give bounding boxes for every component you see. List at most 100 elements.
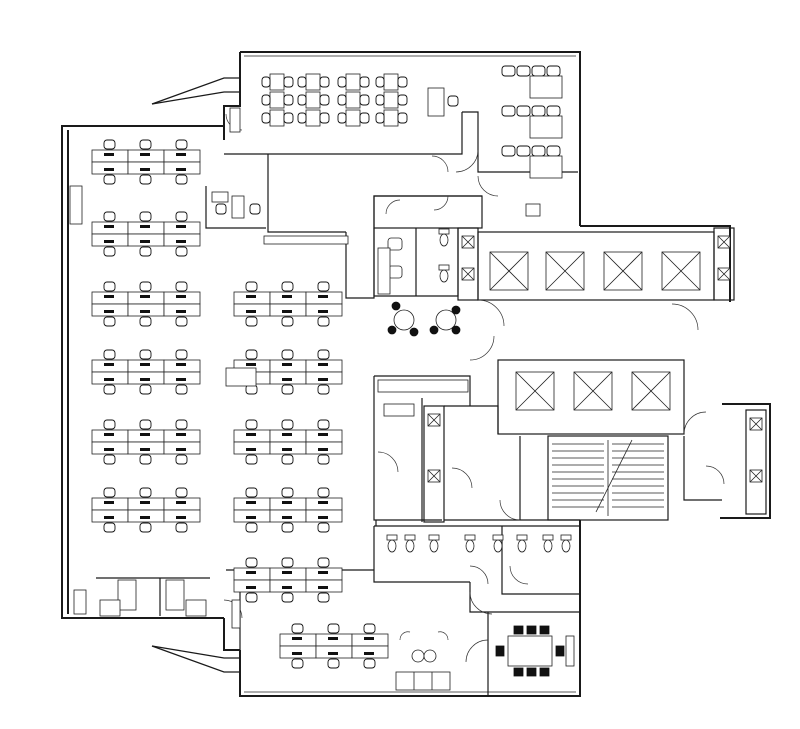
lift-cross [573, 371, 613, 411]
monitor [176, 448, 186, 451]
office-chair [103, 522, 116, 533]
office-chair [291, 623, 304, 634]
monitor [282, 586, 292, 589]
lift-cross [545, 251, 585, 291]
monitor [176, 501, 186, 504]
office-chair [337, 112, 347, 124]
office-chair [281, 419, 294, 430]
toilet-cistern [542, 534, 554, 541]
office-chair [281, 281, 294, 292]
office-chair [317, 487, 330, 498]
office-chair [283, 94, 294, 106]
office-chair [175, 454, 188, 465]
office-chair [337, 76, 347, 88]
office-chair [317, 592, 330, 603]
monitor [246, 586, 256, 589]
office-chair [103, 454, 116, 465]
monitor [246, 363, 256, 366]
desk [383, 73, 399, 91]
office-chair [175, 139, 188, 150]
workstation-bank [91, 419, 201, 465]
office-chair [317, 316, 330, 327]
office-chair [319, 112, 330, 124]
desk [305, 73, 321, 91]
stair-break-line [595, 439, 633, 513]
office-chair [327, 623, 340, 634]
monitor [318, 501, 328, 504]
office-chair [375, 112, 385, 124]
toilet [405, 539, 415, 553]
monitor [246, 571, 256, 574]
lift-cross [631, 371, 671, 411]
office-chair [103, 174, 116, 185]
office-chair [281, 316, 294, 327]
office-chair [281, 384, 294, 395]
monitor [104, 295, 114, 298]
office-chair [516, 105, 531, 117]
workstation-bank [91, 211, 201, 257]
desk [383, 109, 399, 127]
monitor [176, 168, 186, 171]
office-chair [397, 94, 408, 106]
toilet-cistern [492, 534, 504, 541]
lift-cross [717, 267, 731, 281]
small-office-desk [211, 191, 261, 219]
office-chair [531, 65, 546, 77]
office-chair [103, 281, 116, 292]
office-chair [175, 384, 188, 395]
meeting-desks-top [261, 65, 563, 179]
desk [383, 91, 399, 109]
monitor [140, 153, 150, 156]
monitor [246, 295, 256, 298]
office-chair [103, 246, 116, 257]
office-chair [397, 112, 408, 124]
office-chair [139, 454, 152, 465]
office-chair [359, 94, 370, 106]
desk [345, 73, 361, 91]
monitor [104, 225, 114, 228]
monitor [104, 240, 114, 243]
office-chair [319, 76, 330, 88]
monitor [246, 310, 256, 313]
monitor [318, 363, 328, 366]
monitor [328, 637, 338, 640]
office-chair [139, 316, 152, 327]
office-chair [139, 522, 152, 533]
office-chair [103, 384, 116, 395]
monitor [104, 516, 114, 519]
office-chair [103, 316, 116, 327]
monitor [282, 501, 292, 504]
monitor [318, 310, 328, 313]
toilet-cistern [516, 534, 528, 541]
workstation-bank [233, 487, 343, 533]
office-chair [245, 487, 258, 498]
office-chair [175, 487, 188, 498]
monitor [246, 448, 256, 451]
office-chair [175, 419, 188, 430]
monitor [140, 516, 150, 519]
workstation-bank [233, 557, 343, 603]
office-chair [139, 281, 152, 292]
office-chair [291, 658, 304, 669]
monitor [328, 652, 338, 655]
monitor [176, 225, 186, 228]
monitor [292, 637, 302, 640]
office-chair [281, 349, 294, 360]
office-chair [175, 211, 188, 222]
office-chair [261, 112, 271, 124]
office-chair [317, 419, 330, 430]
toilet [561, 539, 571, 553]
toilet [543, 539, 553, 553]
office-chair [375, 76, 385, 88]
office-chair [297, 94, 307, 106]
monitor [246, 516, 256, 519]
monitor [104, 448, 114, 451]
office-chair [139, 174, 152, 185]
desk [269, 73, 285, 91]
office-chair [546, 65, 561, 77]
monitor [176, 363, 186, 366]
monitor [140, 240, 150, 243]
lift-cross [717, 235, 731, 249]
desk [345, 91, 361, 109]
interior-walls [205, 111, 767, 696]
